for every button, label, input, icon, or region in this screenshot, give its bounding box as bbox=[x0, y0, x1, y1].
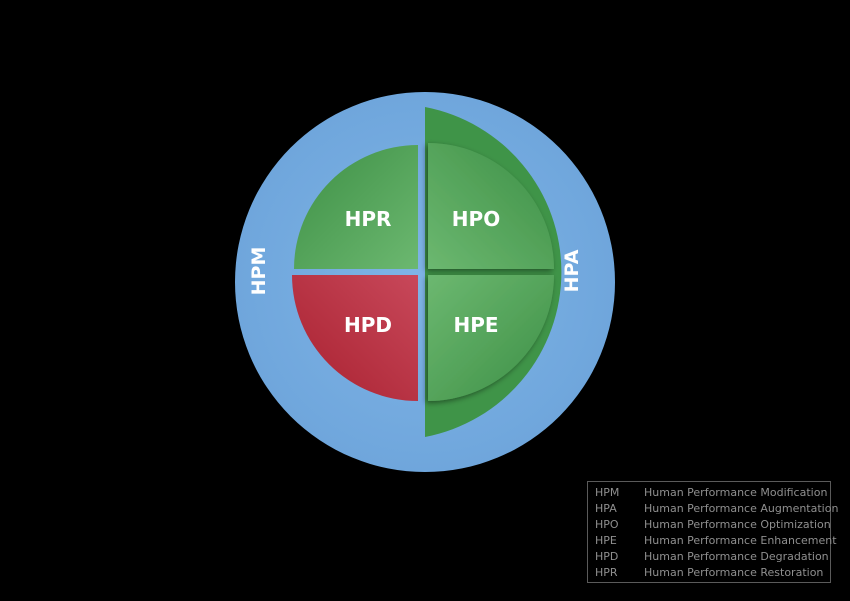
legend-desc: Human Performance Restoration bbox=[644, 566, 824, 579]
label-hpo: HPO bbox=[452, 207, 500, 231]
legend-row: HPE Human Performance Enhancement bbox=[595, 533, 837, 549]
quadrant-hpd bbox=[292, 275, 418, 401]
legend-desc: Human Performance Degradation bbox=[644, 550, 829, 563]
label-hpa: HPA bbox=[561, 249, 583, 292]
label-hpd: HPD bbox=[344, 313, 392, 337]
legend-row: HPO Human Performance Optimization bbox=[595, 517, 831, 533]
legend-row: HPA Human Performance Augmentation bbox=[595, 501, 838, 517]
legend-desc: Human Performance Enhancement bbox=[644, 534, 837, 547]
legend-desc: Human Performance Modification bbox=[644, 486, 828, 499]
label-hpr: HPR bbox=[345, 207, 392, 231]
legend-abbr: HPA bbox=[595, 502, 617, 515]
legend-desc: Human Performance Augmentation bbox=[644, 502, 839, 515]
legend-row: HPD Human Performance Degradation bbox=[595, 549, 830, 565]
legend-abbr: HPO bbox=[595, 518, 619, 531]
legend: HPM Human Performance Modification HPA H… bbox=[587, 481, 838, 583]
legend-abbr: HPM bbox=[595, 486, 620, 499]
label-hpm: HPM bbox=[248, 247, 270, 296]
legend-abbr: HPR bbox=[595, 566, 618, 579]
legend-desc: Human Performance Optimization bbox=[644, 518, 831, 531]
quadrant-hpr bbox=[294, 145, 418, 269]
legend-row: HPM Human Performance Modification bbox=[595, 485, 830, 501]
legend-abbr: HPD bbox=[595, 550, 619, 563]
legend-abbr: HPE bbox=[595, 534, 617, 547]
quadrant-hpe bbox=[428, 275, 554, 401]
legend-row: HPR Human Performance Restoration bbox=[595, 565, 830, 581]
label-hpe: HPE bbox=[453, 313, 498, 337]
quadrant-hpo bbox=[428, 143, 554, 269]
